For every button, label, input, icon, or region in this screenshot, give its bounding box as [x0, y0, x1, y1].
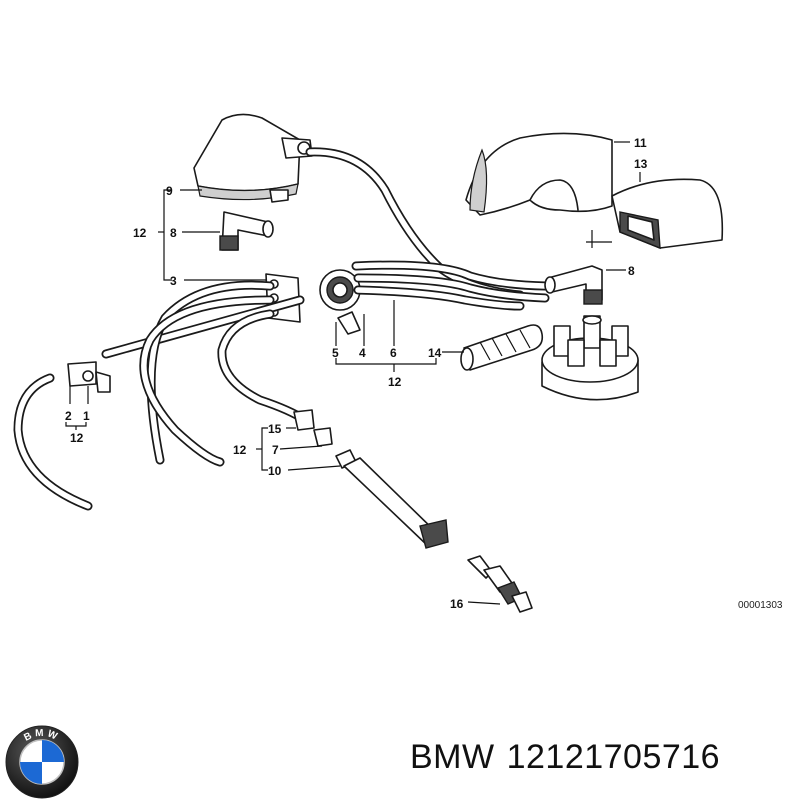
- callout-12-connector-group: 12: [233, 443, 247, 457]
- distributor-cap-upper: [465, 132, 613, 216]
- callout-numbers: 9 12 8 3 11 13 8 5 4 6 12 14 2 1 12 15 1…: [65, 136, 783, 611]
- coil-cap: [193, 113, 313, 203]
- callout-4: 4: [359, 346, 366, 360]
- tube: [101, 295, 305, 359]
- distributor-body: [541, 315, 639, 401]
- callout-15: 15: [268, 422, 282, 436]
- callout-12-coil-group: 12: [133, 226, 147, 240]
- elbow-connector-left: [219, 211, 274, 251]
- callout-13: 13: [634, 157, 648, 171]
- ignition-leads-left: [139, 280, 310, 467]
- callout-12-grommet-group: 12: [388, 375, 402, 389]
- lead-bundle: [351, 260, 550, 311]
- sleeve: [460, 324, 544, 371]
- callout-14: 14: [428, 346, 442, 360]
- distributor-shield: [611, 178, 724, 250]
- callout-10: 10: [268, 464, 282, 478]
- callout-6: 6: [390, 346, 397, 360]
- elbow-connector-right: [544, 265, 603, 305]
- callout-8-right: 8: [628, 264, 635, 278]
- callout-16: 16: [450, 597, 464, 611]
- svg-text:BMW: BMW: [22, 728, 61, 744]
- callout-1: 1: [83, 409, 90, 423]
- leader-lines: [65, 141, 641, 605]
- callout-9: 9: [166, 184, 173, 198]
- callout-8-left: 8: [170, 226, 177, 240]
- callout-3: 3: [170, 274, 177, 288]
- drawing-number: 00001303: [738, 600, 783, 611]
- clip: [67, 361, 111, 393]
- callout-11: 11: [634, 136, 647, 150]
- bmw-logo: BMW: [5, 725, 79, 799]
- spark-plug: [467, 555, 533, 613]
- brand-name: BMW: [410, 738, 495, 776]
- hook-lead: [13, 373, 93, 511]
- part-caption: BMW 12121705716: [410, 738, 720, 777]
- plug-connector: [293, 409, 449, 549]
- callout-12-clip-group: 12: [70, 431, 84, 445]
- part-number: 12121705716: [506, 738, 721, 776]
- callout-5: 5: [332, 346, 339, 360]
- callout-2: 2: [65, 409, 72, 423]
- callout-7: 7: [272, 443, 279, 457]
